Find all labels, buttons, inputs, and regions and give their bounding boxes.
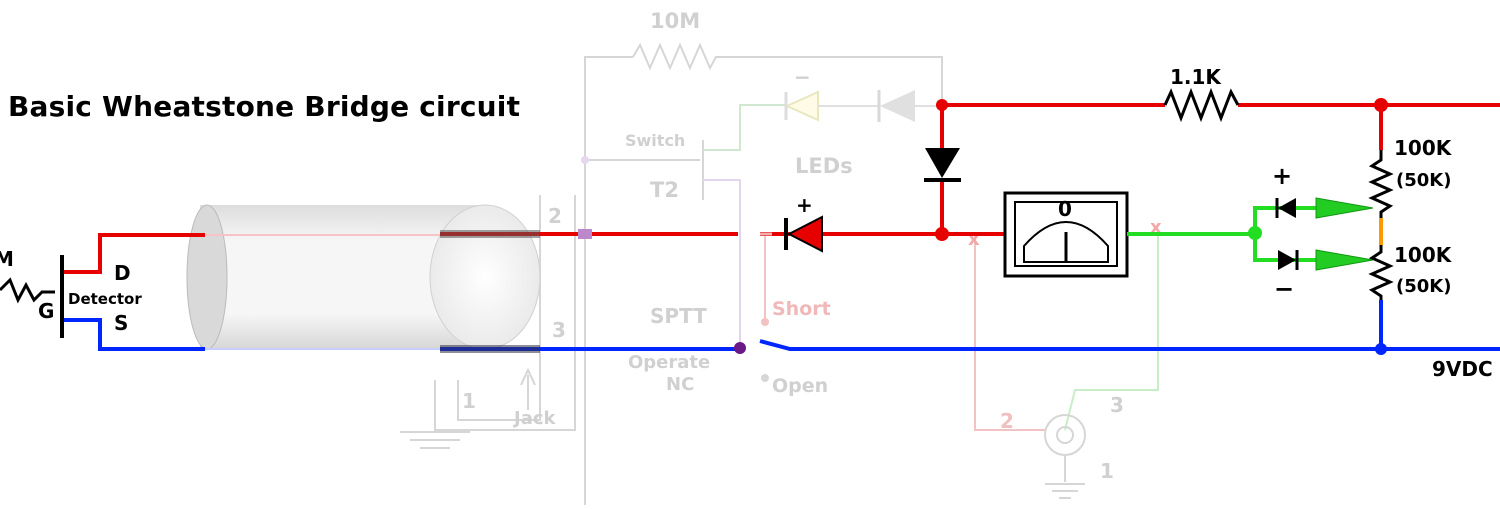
- wiper-upper-arrow: [1315, 197, 1374, 219]
- pot-top-resistor: [1368, 150, 1394, 218]
- label-1k1: 1.1K: [1170, 65, 1222, 89]
- label-fet-s: S: [114, 311, 128, 335]
- label-jack-pin-1: 1: [462, 389, 476, 413]
- label-pot-top: 100K: [1394, 136, 1453, 160]
- label-jack-pin-3: 3: [552, 318, 566, 342]
- wiper-lower-arrow: [1315, 249, 1374, 271]
- jack-plug-top: [440, 230, 540, 238]
- short-contact: [761, 318, 769, 326]
- wire-source: [62, 318, 205, 351]
- label-leds: LEDs: [795, 154, 853, 178]
- led-yellow-icon: [784, 90, 819, 122]
- diode-upper-icon: [1278, 198, 1296, 218]
- wire-transistor-emitter: [703, 179, 741, 345]
- wire-10m-loop: [584, 56, 943, 160]
- potentiometers: [1368, 150, 1394, 300]
- wire-switch: [584, 159, 700, 505]
- label-sptt: SPTT: [650, 304, 707, 328]
- label-t2: T2: [650, 178, 679, 202]
- pot-bottom-resistor: [1368, 245, 1394, 300]
- wire-transistor-collector: [703, 104, 785, 151]
- wire-diode-bridge: [1253, 206, 1340, 262]
- label-fet-m: M: [0, 247, 14, 271]
- label-nc: NC: [666, 374, 694, 395]
- label-jack-pin-2: 2: [548, 204, 562, 228]
- faded-labels: 10M Switch LEDs − T2 SPTT Operate NC 2 3…: [462, 9, 853, 429]
- faded-leds: [784, 90, 942, 122]
- wire-switch-blade: [759, 339, 1500, 351]
- resistor-1k1-symbol: [1163, 87, 1240, 123]
- junction-top-right: [1374, 98, 1388, 112]
- jack-contact-top: [578, 229, 592, 239]
- label-open: Open: [772, 375, 828, 397]
- label-supply: 9VDC: [1432, 357, 1493, 381]
- led-grey-icon: [880, 90, 915, 122]
- cable-right-end: [429, 204, 541, 350]
- label-minus: −: [1274, 275, 1294, 303]
- label-detector: Detector: [68, 290, 142, 308]
- label-pot-top-alt: (50K): [1396, 170, 1451, 191]
- meter-jack-labels: 2 3 1: [1000, 393, 1124, 483]
- label-fet-d: D: [114, 261, 131, 285]
- wire-meter-jack-3: [1064, 235, 1159, 431]
- junction-top-left: [936, 99, 948, 111]
- open-contact: [761, 374, 769, 382]
- resistor-10m-symbol: [632, 42, 722, 71]
- label-10m: 10M: [650, 9, 700, 33]
- junction-supply: [1375, 343, 1387, 355]
- page-title: Basic Wheatstone Bridge circuit: [8, 90, 521, 123]
- diode-lower-icon: [1278, 250, 1296, 270]
- cable-cylinder: [186, 204, 541, 350]
- label-led-minus: −: [794, 65, 811, 89]
- label-switch: Switch: [625, 131, 685, 150]
- diode-vertical-icon: [925, 148, 960, 178]
- ground-left: [400, 380, 470, 449]
- label-meter-jack-2: 2: [1000, 409, 1014, 433]
- ground-right: [1045, 455, 1085, 499]
- label-plus: +: [1272, 162, 1292, 190]
- label-diode-plus: +: [796, 193, 813, 217]
- meter-jack-inner: [1056, 426, 1074, 444]
- meter-wires: [1127, 206, 1340, 262]
- jfet-gate-zigzag: [0, 277, 55, 304]
- cable-left-end: [186, 204, 228, 350]
- label-jack: Jack: [512, 408, 557, 429]
- switch-common: [734, 342, 746, 354]
- jack-arrow: [520, 367, 536, 410]
- faded-circuit: [400, 42, 1159, 505]
- jack-plug-bottom: [440, 345, 540, 353]
- label-operate: Operate: [628, 352, 710, 373]
- label-fet-g: G: [38, 299, 54, 323]
- junction-green: [1248, 226, 1262, 240]
- diode-red-icon: [786, 215, 823, 253]
- junction-meter-left: [935, 227, 949, 241]
- label-pot-bottom: 100K: [1394, 243, 1453, 267]
- wire-drain: [62, 233, 205, 274]
- label-meter-jack-3: 3: [1110, 393, 1124, 417]
- switch-junction: [581, 156, 589, 164]
- meter-jack-outer: [1044, 414, 1086, 456]
- meter-zero-label: 0: [1058, 197, 1072, 221]
- label-meter-jack-1: 1: [1100, 459, 1114, 483]
- label-short: Short: [772, 298, 831, 320]
- label-pot-bottom-alt: (50K): [1396, 276, 1451, 297]
- meter: 0: [935, 99, 1129, 278]
- jfet-detector: M D Detector G S: [0, 247, 142, 338]
- wire-meter-jack-2: [974, 235, 1045, 431]
